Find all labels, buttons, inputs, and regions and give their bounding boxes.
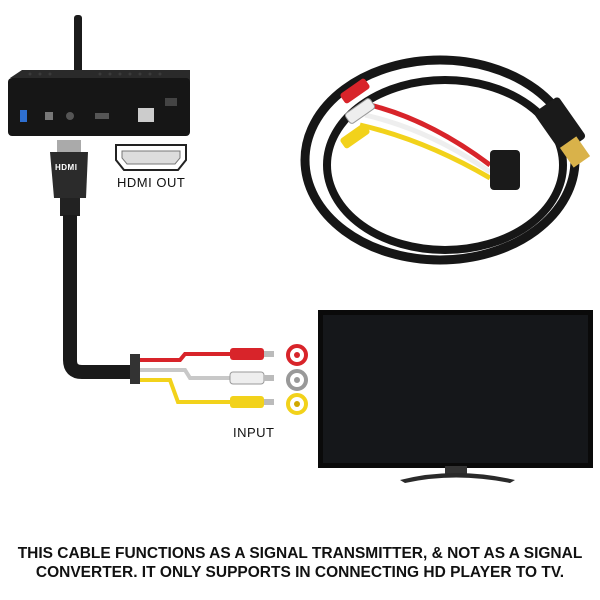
rca-leads bbox=[140, 348, 274, 408]
hdmi-plug bbox=[50, 140, 88, 216]
input-label: INPUT bbox=[233, 425, 275, 440]
hdmi-plug-logo: HDMI bbox=[55, 163, 78, 172]
hdmi-out-label: HDMI OUT bbox=[117, 175, 186, 190]
hdmi-cable bbox=[63, 215, 135, 379]
caption-line-1: THIS CABLE FUNCTIONS AS A SIGNAL TRANSMI… bbox=[17, 545, 583, 562]
caption-line-2: CONVERTER. IT ONLY SUPPORTS IN CONNECTIN… bbox=[35, 564, 565, 581]
antenna bbox=[74, 15, 82, 85]
television bbox=[318, 310, 593, 483]
rca-jacks bbox=[286, 344, 308, 415]
hdmi-port-icon bbox=[115, 144, 187, 171]
set-top-box bbox=[8, 15, 190, 136]
white-rca-plug bbox=[229, 371, 265, 385]
cable-splitter bbox=[130, 354, 140, 384]
caption: THIS CABLE FUNCTIONS AS A SIGNAL TRANSMI… bbox=[0, 544, 600, 582]
red-rca-plug bbox=[230, 348, 264, 360]
cable-product-photo bbox=[300, 55, 591, 265]
yellow-rca-plug bbox=[230, 396, 264, 408]
